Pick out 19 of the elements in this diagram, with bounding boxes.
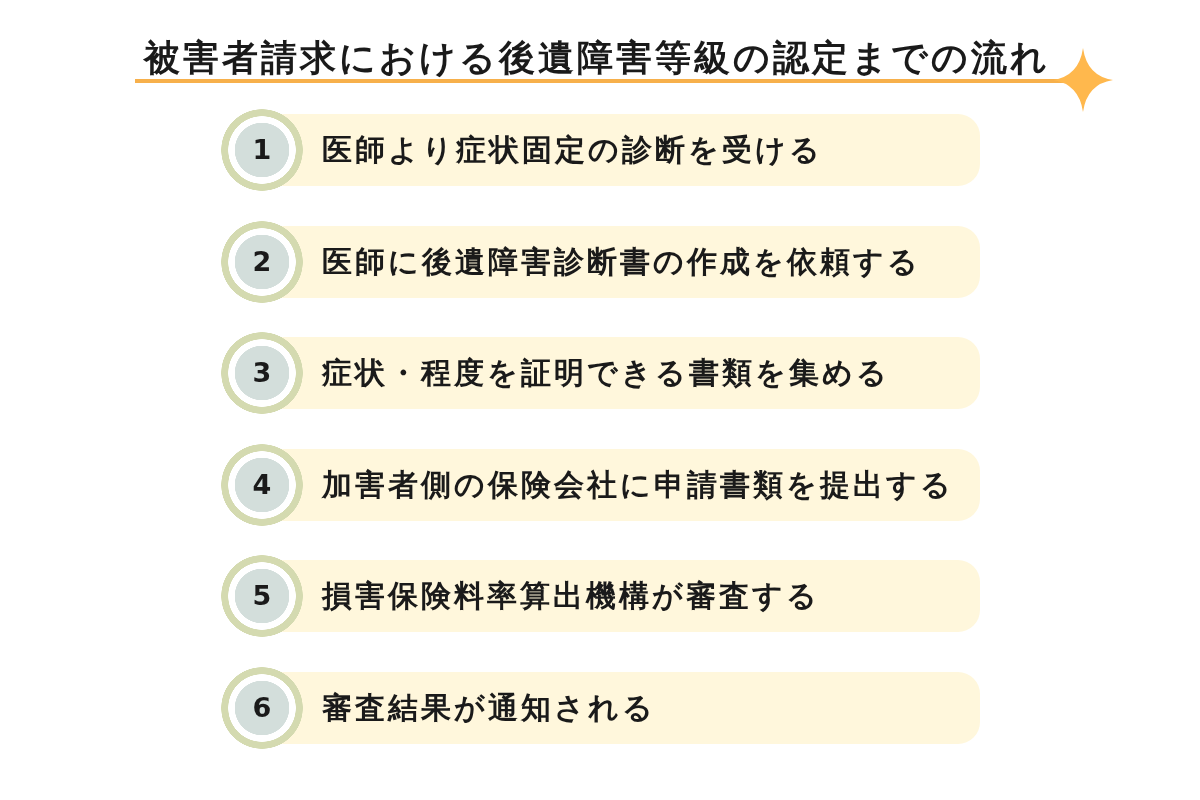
step-text: 医師に後遺障害診断書の作成を依頼する [322, 244, 921, 280]
step-text: 審査結果が通知される [322, 690, 656, 726]
step-bar [303, 114, 980, 186]
step-bar [303, 226, 980, 298]
step-text: 医師より症状固定の診断を受ける [322, 132, 823, 168]
step-number: 2 [252, 247, 272, 277]
step-number: 6 [252, 693, 272, 723]
step-number: 5 [252, 581, 272, 611]
step-bar [303, 337, 980, 409]
step-bar [303, 449, 980, 521]
step-number: 1 [252, 135, 272, 165]
step-number: 3 [252, 358, 272, 388]
step-text: 損害保険料率算出機構が審査する [322, 578, 820, 614]
step-text: 症状・程度を証明できる書類を集める [322, 355, 890, 391]
step-number: 4 [252, 470, 272, 500]
step-text: 加害者側の保険会社に申請書類を提出する [322, 467, 954, 503]
step-bar [303, 672, 980, 744]
step-bar [303, 560, 980, 632]
diagram-title: 被害者請求における後遺障害等級の認定までの流れ [144, 36, 1050, 80]
